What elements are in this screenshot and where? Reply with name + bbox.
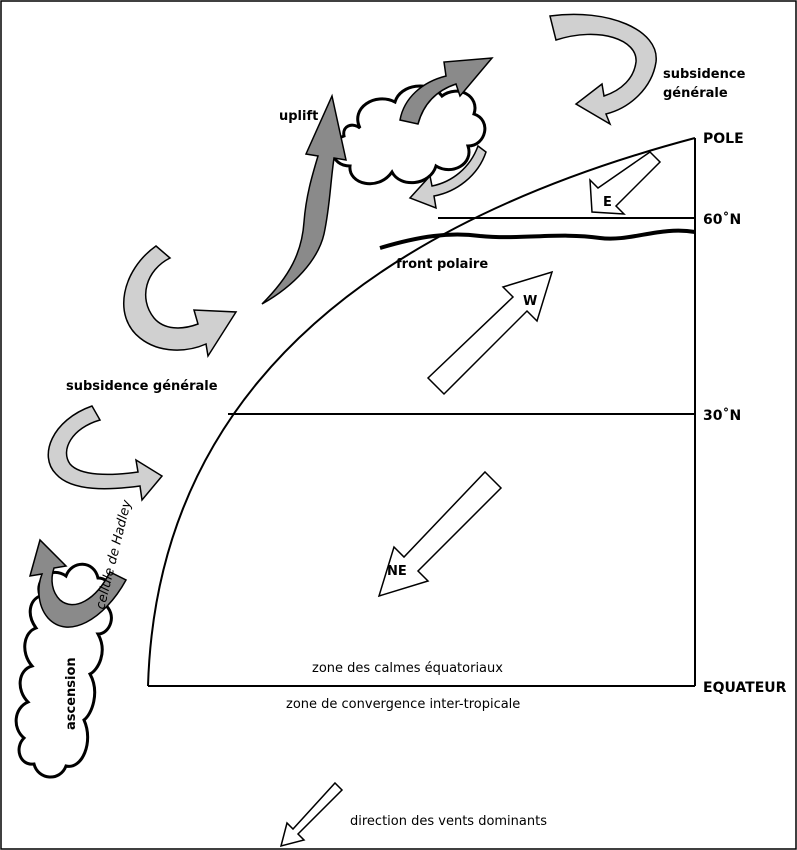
label-wind-w: W [523,294,537,309]
label-lat-60: 60˚N [703,211,741,228]
wind-arrow-w [428,272,552,394]
legend-wind-arrow-icon [281,783,342,846]
wind-arrow-e [590,152,660,214]
label-ascension: ascension [64,657,79,730]
earth-curve [148,138,695,686]
subsidence-left-upper-arrow [124,246,236,356]
label-subsidence-left: subsidence générale [66,379,218,394]
label-equator: EQUATEUR [703,680,787,696]
label-subsidence-top-2: générale [663,86,728,101]
label-calmes: zone des calmes équatoriaux [312,661,503,676]
label-wind-ne: NE [387,564,407,579]
label-pole: POLE [703,131,744,147]
label-uplift: uplift [279,109,318,124]
uplift-arrow [262,96,346,304]
label-wind-e: E [603,195,612,210]
label-front-polaire: front polaire [396,257,488,272]
label-subsidence-top-1: subsidence [663,67,746,82]
label-lat-30: 30˚N [703,407,741,424]
polar-front-line [380,231,695,248]
hadley-light-arrow [48,406,162,500]
label-convergence: zone de convergence inter-tropicale [286,697,520,712]
subsidence-top-arrow [550,14,656,124]
label-legend: direction des vents dominants [350,814,547,829]
